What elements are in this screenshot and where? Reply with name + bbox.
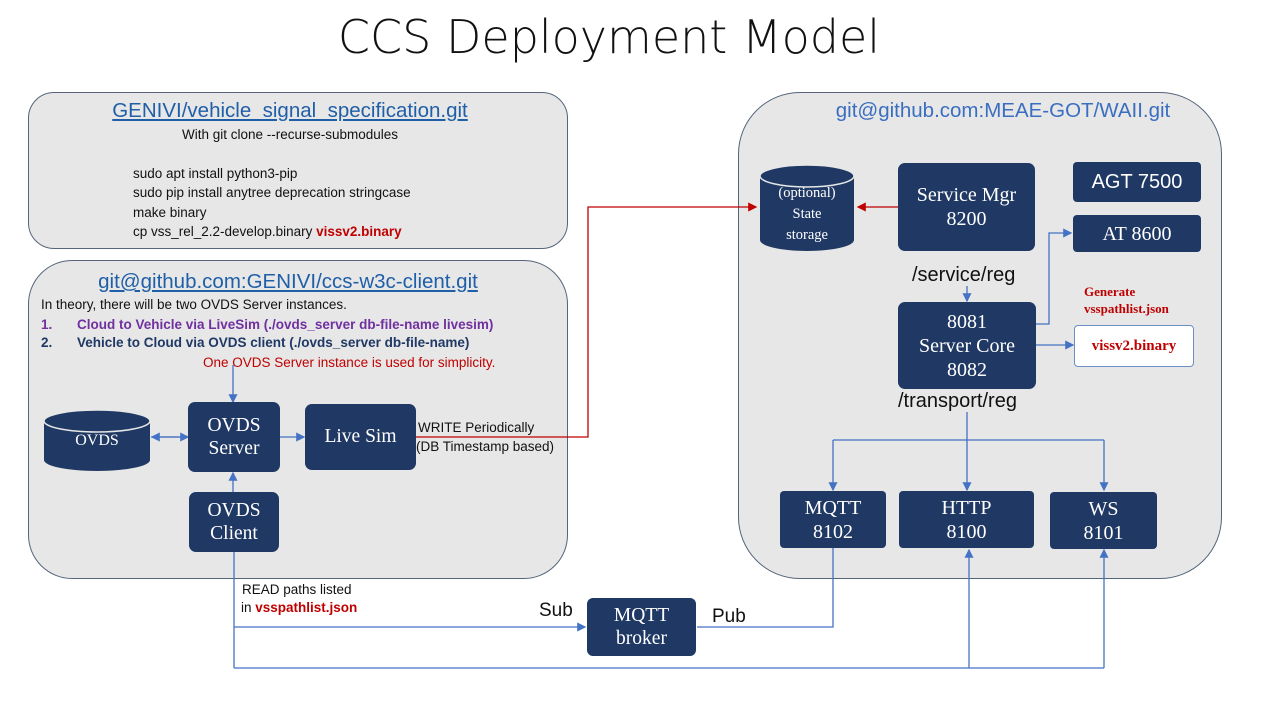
write-line-1: WRITE Periodically: [418, 420, 535, 435]
server-core-label: 8081 Server Core 8082: [918, 310, 1016, 381]
live-sim-label: Live Sim: [324, 426, 397, 448]
list-item-1-text: Cloud to Vehicle via LiveSim (./ovds_ser…: [77, 317, 494, 332]
simplicity-note: One OVDS Server instance is used for sim…: [203, 355, 496, 370]
ovds-server-label: OVDS Server: [207, 414, 261, 459]
vss-repo-link[interactable]: GENIVI/vehicle_signal_specification.git: [112, 99, 468, 122]
read-line-1: READ paths listed: [242, 582, 352, 597]
page-title: CCS Deployment Model: [337, 10, 881, 64]
command-1: sudo apt install python3-pip: [133, 166, 298, 181]
vissv2-binary-box: vissv2.binary: [1074, 325, 1194, 367]
list-item-2-number: 2.: [41, 335, 53, 350]
ovds-server-box[interactable]: OVDS Server: [188, 402, 280, 472]
server-core-box[interactable]: 8081 Server Core 8082: [898, 302, 1036, 389]
read-file: vsspathlist.json: [255, 600, 358, 615]
client-repo-link[interactable]: git@github.com:GENIVI/ccs-w3c-client.git: [98, 270, 478, 293]
list-item-1: 1. Cloud to Vehicle via LiveSim (./ovds_s…: [41, 315, 493, 335]
sub-label: Sub: [539, 600, 573, 621]
http-box[interactable]: HTTP 8100: [899, 491, 1034, 548]
write-line-2: (DB Timestamp based): [416, 439, 555, 454]
agt-label: AGT 7500: [1091, 171, 1183, 193]
command-2: sudo pip install anytree deprecation str…: [133, 185, 411, 200]
service-mgr-label: Service Mgr 8200: [916, 184, 1017, 230]
clone-note: With git clone --recurse-submodules: [181, 127, 399, 142]
list-item-2-text: Vehicle to Cloud via OVDS client (./ovds…: [77, 335, 470, 350]
http-label: HTTP 8100: [941, 496, 992, 543]
service-reg-label: /service/reg: [912, 264, 1016, 286]
ws-label: WS 8101: [1083, 497, 1124, 544]
state-storage: (optional) State storage: [778, 185, 836, 244]
vissv2-binary-label: vissv2.binary: [1091, 337, 1177, 354]
ovds-client-label: OVDS Client: [207, 499, 261, 544]
ws-box[interactable]: WS 8101: [1050, 492, 1157, 549]
read-prefix: in: [241, 600, 256, 615]
ovds-database: OVDS: [75, 432, 119, 449]
theory-text: In theory, there will be two OVDS Server…: [41, 297, 347, 312]
waii-repo-link[interactable]: git@github.com:MEAE-GOT/WAII.git: [835, 99, 1171, 122]
service-mgr-box[interactable]: Service Mgr 8200: [898, 163, 1035, 251]
transport-reg-label: /transport/reg: [898, 390, 1017, 412]
ovds-client-box[interactable]: OVDS Client: [189, 492, 279, 552]
read-line-2: in vsspathlist.json: [241, 598, 357, 618]
mqtt-broker-label: MQTT broker: [613, 604, 670, 649]
command-3: make binary: [133, 205, 207, 220]
at-box[interactable]: AT 8600: [1073, 215, 1201, 252]
cp-prefix: cp vss_rel_2.2-develop.binary: [133, 224, 317, 239]
generate-note: Generate vsspathlist.json: [1084, 284, 1169, 316]
mqtt-label: MQTT 8102: [804, 496, 862, 543]
list-item-1-number: 1.: [41, 317, 53, 332]
mqtt-box[interactable]: MQTT 8102: [780, 491, 886, 548]
mqtt-broker-box[interactable]: MQTT broker: [587, 598, 696, 656]
at-label: AT 8600: [1102, 222, 1172, 245]
live-sim-box[interactable]: Live Sim: [305, 404, 416, 470]
agt-box[interactable]: AGT 7500: [1073, 162, 1201, 202]
list-item-2: 2. Vehicle to Cloud via OVDS client (./ov…: [41, 333, 469, 353]
pub-label: Pub: [712, 606, 746, 627]
command-cp: cp vss_rel_2.2-develop.binary vissv2.bin…: [133, 222, 402, 242]
cp-target: vissv2.binary: [316, 224, 402, 239]
